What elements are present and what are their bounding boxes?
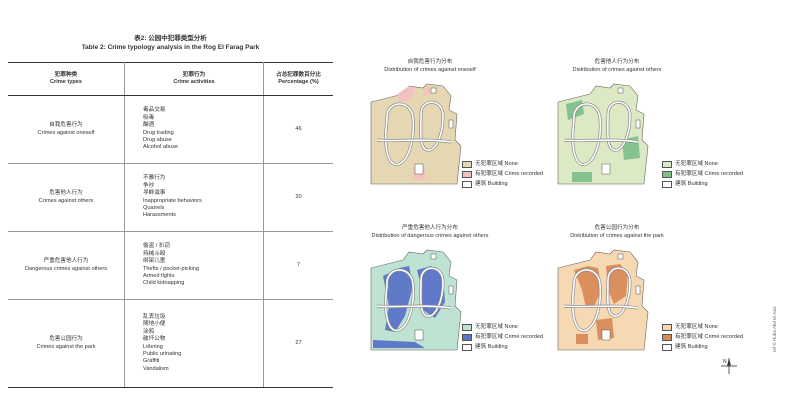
map-legend: 无犯罪区域 None 有犯罪区域 Crime recorded 建筑 Build… [662,322,743,352]
building [448,119,454,129]
percentage-cell: 27 [263,299,333,388]
building [448,285,454,295]
legend-swatch-building [662,180,672,188]
legend-swatch-building [462,343,472,351]
crime-recorded-area [397,86,415,102]
building [414,329,424,341]
legend-swatch-recorded [662,333,672,341]
legend-swatch-recorded [462,170,472,178]
crime-recorded-area [606,264,628,304]
legend-swatch-building [462,180,472,188]
percentage-cell: 46 [263,95,333,164]
building [430,87,437,94]
park-path [563,305,639,309]
percentage-cell: 20 [263,163,333,232]
legend-swatch-recorded [462,333,472,341]
park-map-crimes-against-others [557,83,649,185]
park-map-crimes-against-park [557,249,649,351]
legend-swatch-none [662,160,672,168]
building [635,119,641,129]
crime-activities-cell: 乱丢垃圾 随地小便 涂鸦 破坏公物 Littering Public urina… [124,299,264,388]
table-title-cn: 表2: 公园中犯罪类型分析 [134,35,207,42]
building [617,253,624,260]
building [430,253,437,260]
park-path [563,139,639,143]
park-path [384,103,415,166]
crime-recorded-area [572,172,592,182]
crime-recorded-area [383,266,413,332]
crime-activities-cell: 毒品交易 吸毒 酗酒 Drug trading Drug abuse Alcoh… [124,95,264,164]
crime-recorded-area [373,340,425,348]
park-area [370,83,462,185]
percentage-cell: 7 [263,231,333,300]
park-path [571,269,602,332]
legend-swatch-none [462,323,472,331]
crime-activities-cell: 不雅行为 争吵 寻衅滋事 Inappropriate behaviors Qua… [124,163,264,232]
building [617,87,624,94]
legend-swatch-recorded [662,170,672,178]
building [601,329,611,341]
legend-swatch-building [662,343,672,351]
crime-recorded-area [423,86,431,96]
building [635,285,641,295]
map-legend: 无犯罪区域 None 有犯罪区域 Crime recorded 建筑 Build… [462,159,543,189]
park-path [571,103,602,166]
north-arrow-icon: N [721,358,737,374]
table-title-en: Table 2: Crime typology analysis in the … [81,44,260,51]
crime-activities-cell: 偷盗 / 扒窃 持械斗殴 绑架儿童 Thefts / pocket-pickin… [124,231,264,300]
legend-swatch-none [462,160,472,168]
legend-swatch-none [662,323,672,331]
park-map-crimes-against-oneself [370,83,462,185]
park-path [376,305,452,309]
building [414,163,424,175]
park-path [384,269,415,332]
map-legend: 无犯罪区域 None 有犯罪区域 Crime recorded 建筑 Build… [662,159,743,189]
north-label: N [723,359,727,365]
map-legend: 无犯罪区域 None 有犯罪区域 Crime recorded 建筑 Build… [462,322,543,352]
image-credit: ref © Ruba Abd El Aziz [772,306,777,352]
crime-recorded-area [574,266,602,308]
park-map-dangerous-crimes [370,249,462,351]
park-path [376,139,452,143]
building [601,163,611,175]
crime-recorded-area [576,334,588,344]
